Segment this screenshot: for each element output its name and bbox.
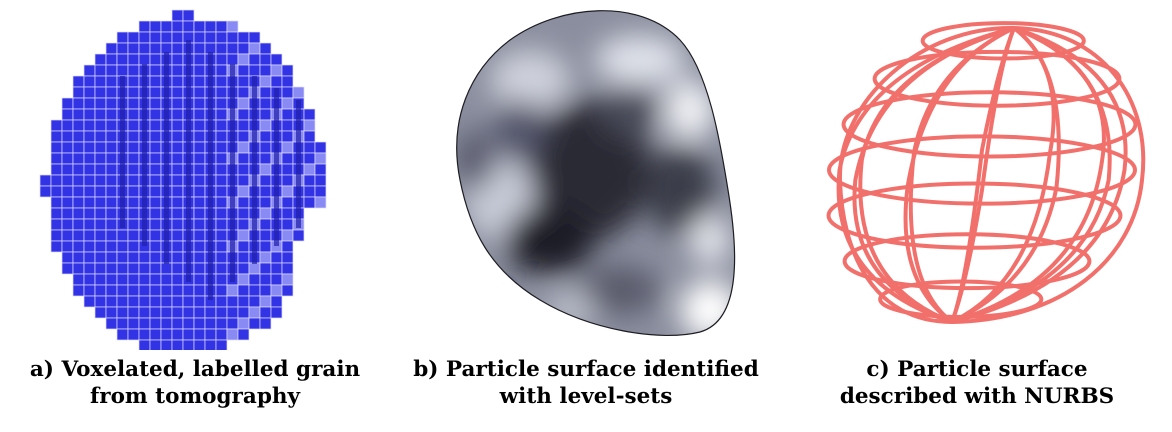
wireframe-parallel [826, 181, 1123, 250]
voxel-grid [39, 9, 327, 350]
panel-nurbs-surface: c) Particle surface described with NURBS [782, 0, 1172, 432]
caption-b-line-1: b) Particle surface identified [413, 357, 759, 382]
voxelated-grain-figure [39, 9, 327, 350]
level-set-surface-shading [456, 10, 735, 336]
wireframe-parallel [878, 279, 1044, 319]
wireframe-parallel [842, 232, 1092, 291]
caption-a-line-2: from tomography [90, 384, 300, 409]
caption-c-line-2: described with NURBS [839, 384, 1115, 409]
level-set-surface-figure [456, 10, 736, 337]
caption-c-line-1: c) Particle surface [866, 357, 1088, 382]
caption-c: c) Particle surface described with NURBS [782, 356, 1172, 410]
wireframe-meridian [951, 26, 1106, 324]
wireframe-parallel [827, 134, 1137, 206]
nurbs-wireframe-figure [826, 21, 1146, 325]
caption-b-line-2: with level-sets [499, 384, 673, 409]
nurbs-wireframe [826, 21, 1146, 325]
caption-a: a) Voxelated, labelled grain from tomogr… [0, 356, 390, 410]
caption-a-line-1: a) Voxelated, labelled grain [29, 357, 361, 382]
level-set-surface-outline [456, 10, 736, 337]
panel-level-set-surface: b) Particle surface identified with leve… [390, 0, 782, 432]
wireframe-parallel [841, 90, 1138, 159]
wireframe-parallel [920, 21, 1086, 61]
caption-b: b) Particle surface identified with leve… [390, 356, 782, 410]
wireframe-outline [837, 25, 1146, 325]
panel-voxelated-grain: a) Voxelated, labelled grain from tomogr… [0, 0, 390, 432]
